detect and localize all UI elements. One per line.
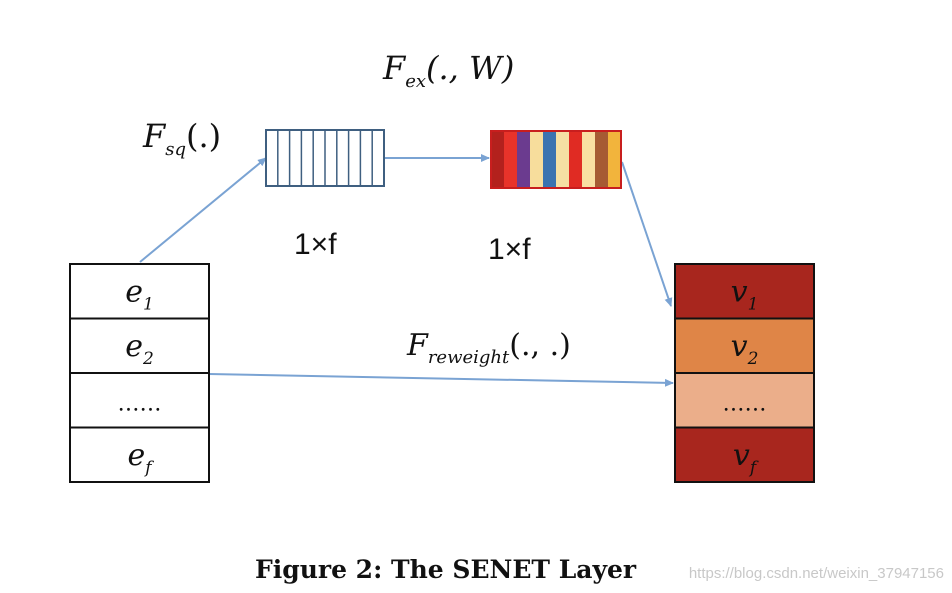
squeeze-size-label: 1×f: [294, 228, 337, 261]
output-embedding-label: v1: [731, 274, 759, 314]
output-embedding-label: v2: [731, 329, 759, 369]
excitation-weight-cell: [491, 131, 505, 188]
excitation-vector: [490, 130, 622, 189]
output-embedding-cell: [674, 372, 815, 429]
reweight-arrow: [208, 373, 674, 387]
weights-arrow: [621, 161, 673, 307]
excitation-weight-cell: [595, 131, 609, 188]
output-embedding-cell: [674, 263, 815, 320]
input-embedding-stack: e1 e2 …… ef: [69, 263, 210, 483]
input-embedding-label: ……: [118, 391, 162, 416]
excitation-weight-cell: [504, 131, 518, 188]
f-reweight-label: Freweight(., .): [406, 328, 571, 368]
output-embedding-cell: [674, 426, 815, 483]
excitation-weight-cell: [608, 131, 622, 188]
output-embedding-label: vf: [733, 438, 759, 478]
excitation-weight-cell: [582, 131, 596, 188]
squeeze-vector: [265, 129, 385, 187]
excitation-weight-cell: [569, 131, 583, 188]
output-embedding-stack: v1 v2 …… vf: [674, 263, 815, 483]
excitation-vector-frame: [490, 130, 622, 189]
excitation-weight-cell: [530, 131, 544, 188]
f-ex-label: Fex(., W): [382, 49, 514, 92]
squeeze-arrow: [139, 157, 267, 263]
watermark: https://blog.csdn.net/weixin_37947156: [689, 565, 944, 582]
input-embedding-label: e1: [125, 274, 154, 314]
excitation-size-label: 1×f: [488, 233, 531, 266]
f-sq-label: Fsq(.): [142, 117, 221, 160]
input-embedding-label: e2: [125, 329, 154, 369]
excitation-weight-cell: [517, 131, 531, 188]
excitation-weight-cell: [556, 131, 570, 188]
input-embedding-cell: [69, 372, 210, 429]
figure-caption: Figure 2: The SENET Layer: [255, 555, 637, 584]
input-embedding-cell: [69, 317, 210, 374]
output-embedding-label: ……: [723, 391, 767, 416]
excitation-weight-cell: [543, 131, 557, 188]
output-embedding-cell: [674, 317, 815, 374]
input-embedding-label: ef: [127, 438, 154, 478]
arrows: [139, 154, 674, 387]
input-embedding-cell: [69, 426, 210, 483]
